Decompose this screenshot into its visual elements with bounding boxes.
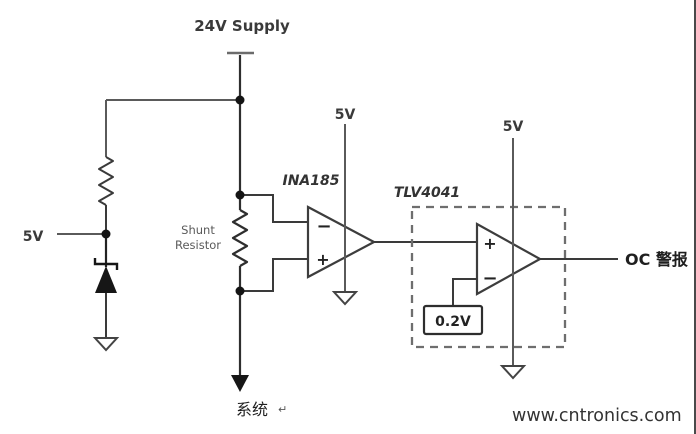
tlv4041-boundary-box (410, 205, 567, 349)
vref-source-box (422, 304, 484, 336)
vref-wire (452, 278, 477, 306)
ina185-inverting-pin-label: − (316, 216, 331, 237)
overcurrent-alert-label: OC 警报 (625, 250, 688, 269)
junction-dot (235, 95, 245, 105)
tlv4041-supply-label: 5V (503, 119, 524, 135)
junction-dot (235, 190, 245, 200)
watermark-text: www.cntronics.com (512, 406, 682, 426)
shunt-resistor-icon (231, 209, 249, 267)
pullup-resistor-icon (98, 156, 114, 206)
return-mark: ↵ (278, 403, 287, 416)
junction-dot (235, 286, 245, 296)
ina185-supply-label: 5V (335, 107, 356, 123)
sense-plus-wire (240, 194, 308, 223)
shunt-label-line1: Shunt (181, 223, 215, 237)
system-label: 系统 (236, 400, 268, 419)
ina185-noninverting-pin-label: + (316, 250, 329, 269)
shunt-label-line2: Resistor (175, 238, 221, 252)
zener-cathode-bar-icon (93, 258, 119, 270)
ina185-opamp-triangle (306, 205, 377, 279)
supply-voltage-label: 24V Supply (194, 17, 290, 35)
junction-dot (101, 229, 111, 239)
tlv4041-comparator-triangle (475, 222, 543, 296)
ground-icon (92, 337, 120, 352)
vref-value-label: 0.2V (435, 314, 471, 330)
sense-minus-wire (240, 258, 308, 292)
zener-diode-icon (95, 266, 117, 293)
tlv4041-inverting-pin-label: − (482, 268, 497, 289)
rail-5v-left-label: 5V (23, 229, 44, 245)
system-arrow-icon (231, 375, 249, 392)
ground-icon (331, 291, 359, 306)
tlv4041-noninverting-pin-label: + (483, 234, 496, 253)
ground-icon (499, 365, 527, 380)
ina185-part-label: INA185 (283, 173, 340, 189)
tlv4041-part-label: TLV4041 (394, 185, 460, 201)
